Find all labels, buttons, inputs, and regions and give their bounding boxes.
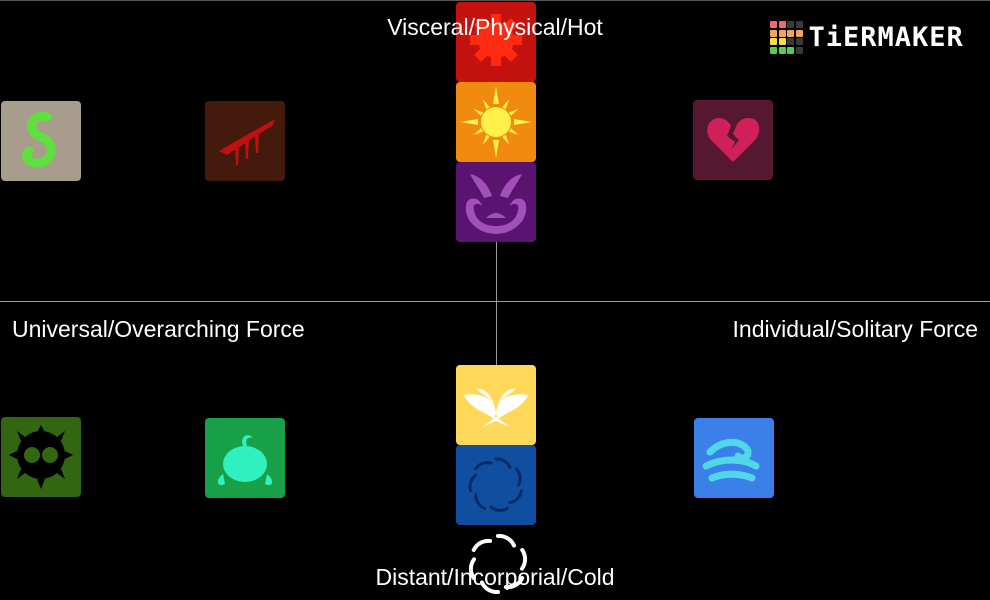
sun-icon <box>460 86 532 158</box>
gear-icon <box>470 14 522 66</box>
logo-grid-cell <box>778 29 786 37</box>
broken-heart-icon <box>707 118 760 162</box>
axis-label-bottom: Distant/Incorporial/Cold <box>375 564 615 590</box>
logo-grid-cell <box>787 21 794 28</box>
logo-grid-cell <box>787 38 794 45</box>
tile-spiked-skull[interactable] <box>1 417 81 497</box>
logo-grid-cell <box>795 46 803 54</box>
wings-icon <box>464 388 528 427</box>
tile-swirl[interactable] <box>456 445 536 525</box>
horizontal-axis-line <box>0 301 990 302</box>
tile-snake[interactable] <box>1 101 81 181</box>
logo-grid-cell <box>778 38 786 45</box>
axis-label-top: Visceral/Physical/Hot <box>387 14 603 40</box>
tile-broken-heart[interactable] <box>693 100 773 180</box>
logo-grid-cell <box>770 21 777 28</box>
logo-grid-cell <box>795 29 803 37</box>
white-swirl-icon <box>468 533 528 595</box>
blob-icon <box>217 435 273 486</box>
logo-grid-cell <box>770 29 777 37</box>
axis-label-right: Individual/Solitary Force <box>732 316 978 342</box>
logo-text: TiERMAKER <box>808 21 964 53</box>
logo-grid-cell <box>770 46 777 54</box>
logo-grid-cell <box>795 38 803 45</box>
mask-icon <box>465 174 527 234</box>
wave-icon <box>702 439 760 482</box>
vertical-axis-line <box>496 241 497 365</box>
tile-blob[interactable] <box>205 418 285 498</box>
tile-wings[interactable] <box>456 365 536 445</box>
swirl-icon <box>468 457 523 512</box>
claw-slash-icon <box>219 119 275 165</box>
tile-sun[interactable] <box>456 82 536 162</box>
logo-grid-cell <box>787 46 794 54</box>
spiked-skull-icon <box>9 425 73 489</box>
logo-grid-icon <box>770 21 803 54</box>
logo-grid-cell <box>778 46 786 54</box>
snake-icon <box>21 111 56 168</box>
tile-wave[interactable] <box>694 418 774 498</box>
tile-gear[interactable] <box>456 2 536 82</box>
axis-label-left: Universal/Overarching Force <box>12 316 305 342</box>
logo-grid-cell <box>787 29 794 37</box>
tile-claw-slash[interactable] <box>205 101 285 181</box>
tile-mask[interactable] <box>456 162 536 242</box>
logo-grid-cell <box>770 38 777 45</box>
tiermaker-logo[interactable]: TiERMAKER <box>770 21 964 54</box>
logo-grid-cell <box>795 21 803 28</box>
logo-grid-cell <box>778 21 786 28</box>
